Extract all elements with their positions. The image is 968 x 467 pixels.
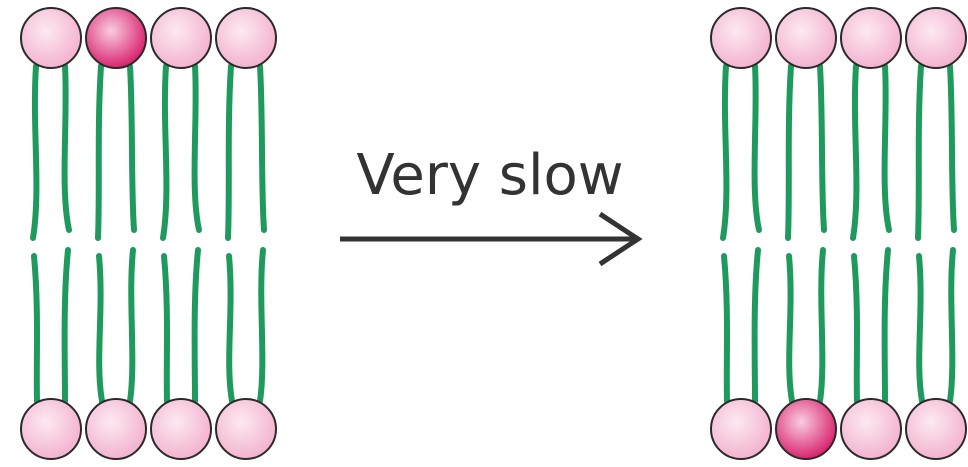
lipid-tail — [61, 63, 72, 233]
lipid-tail — [947, 247, 956, 404]
arrow-head — [598, 211, 643, 267]
lipid-tail — [817, 63, 827, 233]
lipid-tail — [916, 253, 925, 404]
lipid-head — [215, 7, 277, 69]
lipid-tail — [191, 247, 201, 404]
lipid-tail — [786, 253, 795, 404]
lipid-tail — [127, 63, 137, 233]
lipid-tail — [947, 63, 957, 233]
lipid-tail — [721, 253, 730, 404]
lipid-tail — [257, 247, 266, 404]
lipid-head — [710, 398, 772, 460]
lipid-tail — [915, 63, 924, 241]
lipid-tail — [785, 63, 794, 241]
lipid-tail — [191, 63, 202, 233]
lipid-tail — [226, 253, 235, 404]
lipid-head — [840, 7, 902, 69]
lipid-head — [710, 7, 772, 69]
lipid-head — [775, 7, 837, 69]
reaction-arrow — [340, 211, 643, 267]
lipid-tail — [751, 63, 762, 233]
lipid-tail — [95, 63, 104, 241]
lipid-tail — [160, 63, 170, 241]
lipid-tail — [96, 253, 105, 404]
lipid-head — [905, 398, 967, 460]
bilayer-before — [20, 7, 277, 460]
lipid-head — [905, 7, 967, 69]
lipid-tail — [751, 247, 761, 404]
lipid-head — [20, 7, 82, 69]
highlighted-lipid-head — [85, 7, 147, 69]
lipid-tail — [257, 63, 267, 233]
lipid-tail — [881, 247, 891, 404]
bilayer-after — [710, 7, 967, 460]
lipid-tail — [225, 63, 234, 241]
lipid-tail — [61, 247, 71, 404]
lipid-tail — [31, 253, 40, 404]
lipid-head — [150, 398, 212, 460]
lipid-tail — [127, 247, 136, 404]
lipid-head — [215, 398, 277, 460]
lipid-tail — [720, 63, 730, 241]
lipid-tail — [817, 247, 826, 404]
highlighted-lipid-head — [775, 398, 837, 460]
lipid-tail — [851, 253, 860, 404]
lipid-tail — [881, 63, 892, 233]
arrow-label: Very slow — [356, 143, 623, 208]
lipid-head — [85, 398, 147, 460]
lipid-head — [840, 398, 902, 460]
lipid-head — [20, 398, 82, 460]
lipid-tail — [850, 63, 860, 241]
lipid-tail — [161, 253, 170, 404]
lipid-head — [150, 7, 212, 69]
lipid-tail — [30, 63, 40, 241]
